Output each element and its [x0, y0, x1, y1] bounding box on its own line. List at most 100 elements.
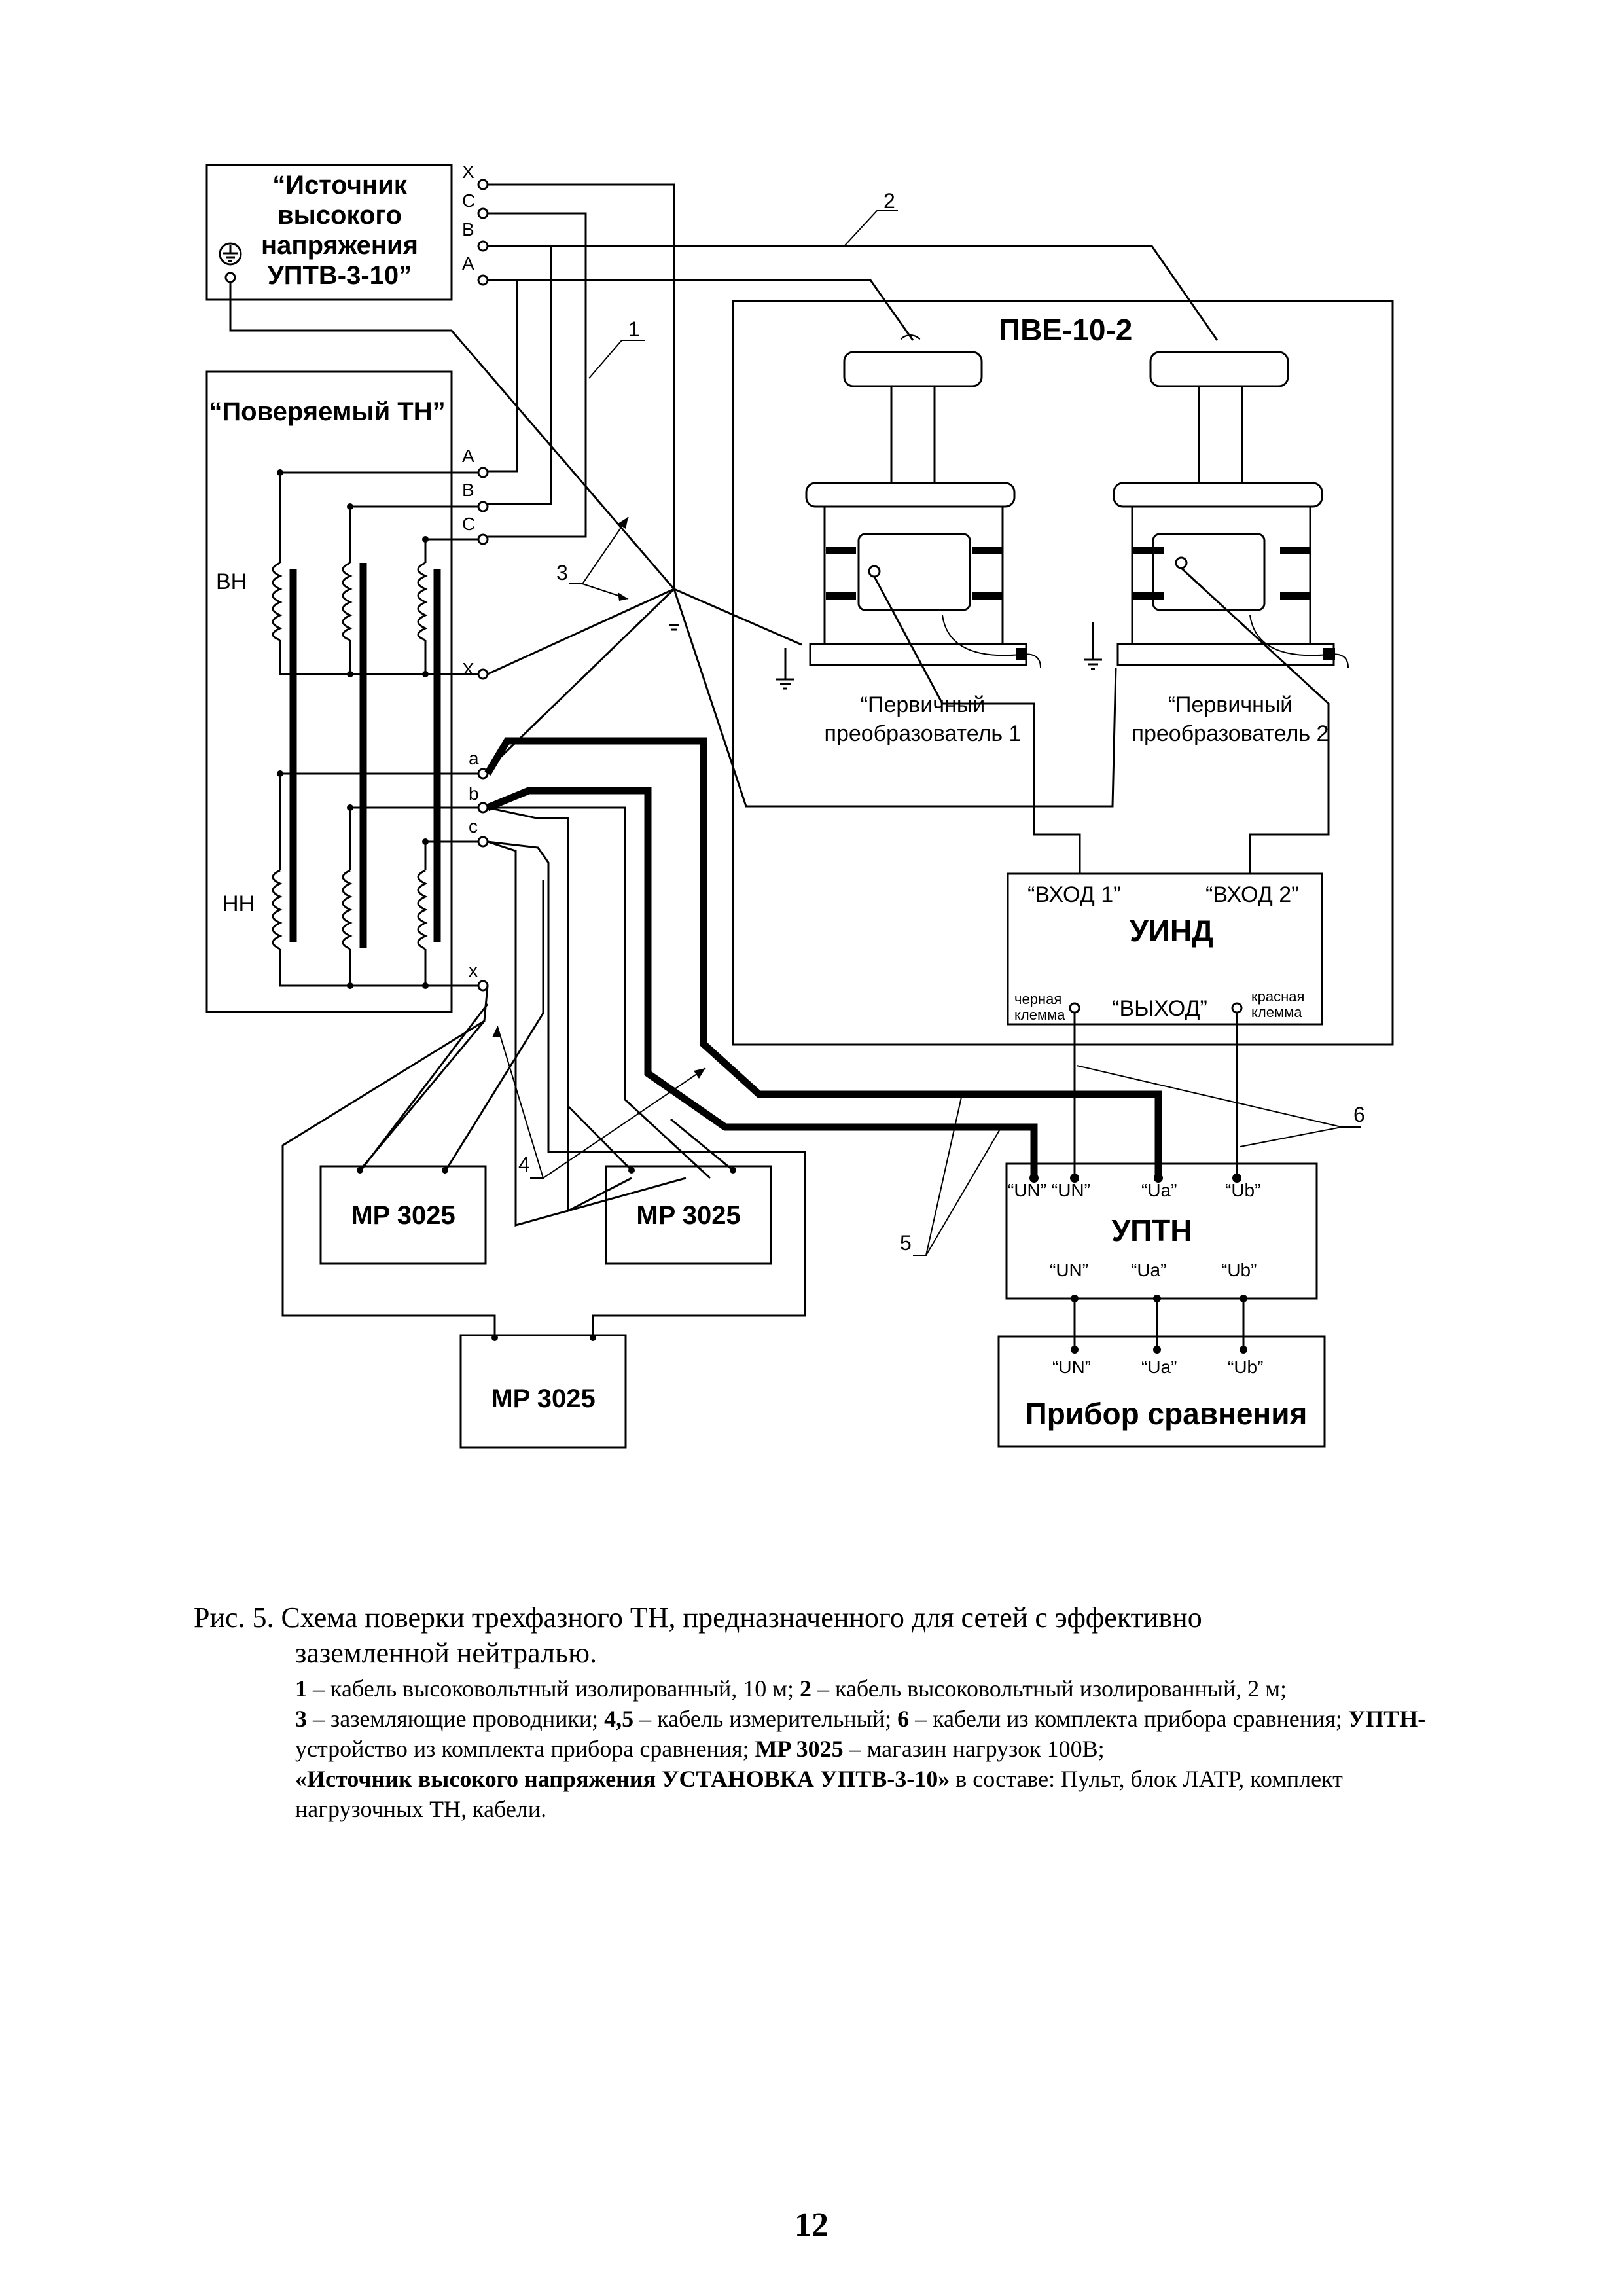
uind-red-terminal-line-2: клемма: [1251, 1004, 1302, 1020]
svg-text:1: 1: [628, 317, 640, 341]
tn-terminal-x-lv[interactable]: [477, 980, 489, 992]
svg-text:5: 5: [900, 1231, 912, 1255]
tn-terminal-a-lv-label: a: [469, 748, 479, 768]
converter-2-label-line-2: преобразователь 2: [1132, 721, 1329, 746]
tn-terminal-x-label: X: [462, 659, 474, 679]
uptn-bottom-terminal-ub: “Ub”: [1221, 1260, 1257, 1280]
callout-6: 6: [1076, 1065, 1365, 1147]
caption-line-1: Рис. 5. Схема поверки трехфазного ТН, пр…: [194, 1602, 1202, 1634]
source-title-line-2: высокого: [277, 201, 402, 230]
mr-3025-label-3: MP 3025: [491, 1384, 595, 1413]
uptn-unit: “UN” “UN” “Ua” “Ub” УПТН “UN” “Ua” “Ub”: [1005, 1162, 1318, 1302]
comparator-title: Прибор сравнения: [1026, 1397, 1308, 1431]
source-terminal-b[interactable]: [477, 240, 489, 252]
primary-converter-1-drawing: ⌒: [805, 333, 1041, 668]
mr-3025-box-3: MP 3025: [459, 1334, 627, 1449]
tn-terminal-b-lv[interactable]: [477, 802, 489, 814]
tn-terminal-a-label: A: [462, 446, 474, 466]
mr-3025-label-1: MP 3025: [351, 1201, 455, 1230]
legend-text-8: в составе: Пульт, блок ЛАТР, комплект на…: [295, 1766, 1343, 1822]
callout-1: 1: [588, 317, 645, 379]
converter-2-label-line-1: “Первичный: [1168, 692, 1293, 717]
uind-red-terminal-line-1: красная: [1251, 988, 1304, 1005]
legend-text-2: – кабель высоковольтный изолированный, 2…: [812, 1676, 1287, 1702]
uind-red-terminal[interactable]: [1231, 1002, 1243, 1014]
svg-text:6: 6: [1353, 1103, 1365, 1126]
primary-converter-2-drawing: [1113, 351, 1349, 668]
legend-text-5: – кабели из комплекта прибора сравнения;: [909, 1706, 1348, 1732]
converter-1-label-line-1: “Первичный: [861, 692, 986, 717]
callout-4: 4: [497, 1026, 706, 1179]
uind-title: УИНД: [1130, 914, 1213, 948]
hv-cables: [229, 183, 1219, 808]
legend-text-6: устройство из комплекта прибора сравнени…: [295, 1736, 755, 1762]
legend-text-1: – кабель высоковольтный изолированный, 1…: [307, 1676, 800, 1702]
mr-3025-box-2: MP 3025: [605, 1165, 772, 1265]
pve-10-2-unit: ПВЕ-10-2 ⌒: [732, 300, 1394, 1046]
comparator-terminal-un: “UN”: [1052, 1357, 1091, 1377]
uptn-top-terminal-ub: “Ub”: [1225, 1180, 1260, 1200]
caption-legend: 1 – кабель высоковольтный изолированный,…: [194, 1674, 1476, 1824]
legend-term-3: 3: [295, 1706, 307, 1732]
comparison-instrument: “UN” “Ua” “Ub” Прибор сравнения: [997, 1335, 1326, 1448]
tn-terminal-a[interactable]: [477, 467, 489, 478]
tn-terminal-b-lv-label: b: [469, 783, 479, 804]
uind-black-terminal-line-1: черная: [1014, 991, 1061, 1007]
source-terminal-c-label: C: [462, 190, 475, 211]
page-number: 12: [794, 2206, 829, 2244]
source-ground-terminal[interactable]: [224, 272, 236, 283]
source-terminal-a-label: A: [462, 253, 474, 274]
legend-term-8: «Источник высокого напряжения УСТАНОВКА …: [295, 1766, 950, 1792]
legend-text-4: – кабель измерительный;: [633, 1706, 898, 1732]
mr-3025-label-2: MP 3025: [636, 1201, 740, 1230]
source-terminal-x[interactable]: [477, 179, 489, 190]
tn-terminal-c[interactable]: [477, 533, 489, 545]
tested-tn-title: “Поверяемый ТН”: [209, 397, 445, 426]
source-title-line-1: “Источник: [272, 171, 407, 200]
tn-terminal-c-label: C: [462, 514, 475, 534]
source-title-line-4: УПТВ-3-10”: [268, 261, 412, 290]
uptn-bottom-terminal-un: “UN”: [1050, 1260, 1088, 1280]
svg-text:2: 2: [883, 189, 895, 213]
tn-terminal-b[interactable]: [477, 501, 489, 512]
earth-symbol-icon: [219, 242, 242, 266]
source-terminal-a[interactable]: [477, 274, 489, 286]
uind-unit: “ВХОД 1” “ВХОД 2” УИНД “ВЫХОД” черная кл…: [1007, 872, 1323, 1026]
lv-winding-label: НН: [223, 891, 255, 916]
tn-terminal-b-label: B: [462, 480, 474, 500]
pve-title: ПВЕ-10-2: [999, 313, 1132, 347]
high-voltage-source: “Источник высокого напряжения УПТВ-3-10”…: [205, 162, 489, 301]
comparator-terminal-ub: “Ub”: [1228, 1357, 1263, 1377]
uptn-title: УПТН: [1112, 1213, 1192, 1247]
callout-5: 5: [900, 1094, 1002, 1256]
source-title-line-3: напряжения: [261, 231, 418, 260]
converter-1-label-line-2: преобразователь 1: [825, 721, 1022, 746]
legend-term-6: УПТН-: [1347, 1706, 1426, 1732]
source-terminal-x-label: X: [462, 162, 474, 182]
legend-term-2: 2: [800, 1676, 812, 1702]
uind-black-terminal[interactable]: [1069, 1002, 1080, 1014]
legend-text-7: – магазин нагрузок 100В;: [843, 1736, 1105, 1762]
tn-terminal-x[interactable]: [477, 668, 489, 680]
source-terminal-c[interactable]: [477, 207, 489, 219]
tn-terminal-x-lv-label: x: [469, 960, 478, 980]
mr-3025-box-1: MP 3025: [319, 1165, 487, 1265]
converter-1-top-terminal-icon: ⌒: [900, 333, 921, 357]
tested-voltage-transformer: “Поверяемый ТН” A B C X a b c x ВН НН: [205, 370, 489, 1013]
measurement-cables: [281, 737, 1238, 1335]
uind-input-2-label: “ВХОД 2”: [1205, 882, 1298, 907]
svg-text:3: 3: [556, 561, 568, 584]
uind-output-label: “ВЫХОД”: [1112, 996, 1207, 1021]
uptn-bottom-terminal-ua: “Ua”: [1131, 1260, 1166, 1280]
tn-terminal-c-lv[interactable]: [477, 836, 489, 848]
uptn-top-terminals-un: “UN” “UN”: [1008, 1180, 1090, 1200]
tn-terminal-c-lv-label: c: [469, 816, 478, 836]
legend-term-7: MP 3025: [755, 1736, 844, 1762]
source-terminal-b-label: B: [462, 219, 474, 240]
legend-term-1: 1: [295, 1676, 307, 1702]
svg-text:4: 4: [518, 1153, 530, 1176]
legend-term-4: 4,5: [604, 1706, 634, 1732]
legend-text-3: – заземляющие проводники;: [307, 1706, 605, 1732]
legend-term-5: 6: [897, 1706, 910, 1732]
callout-3: 3: [556, 516, 629, 600]
